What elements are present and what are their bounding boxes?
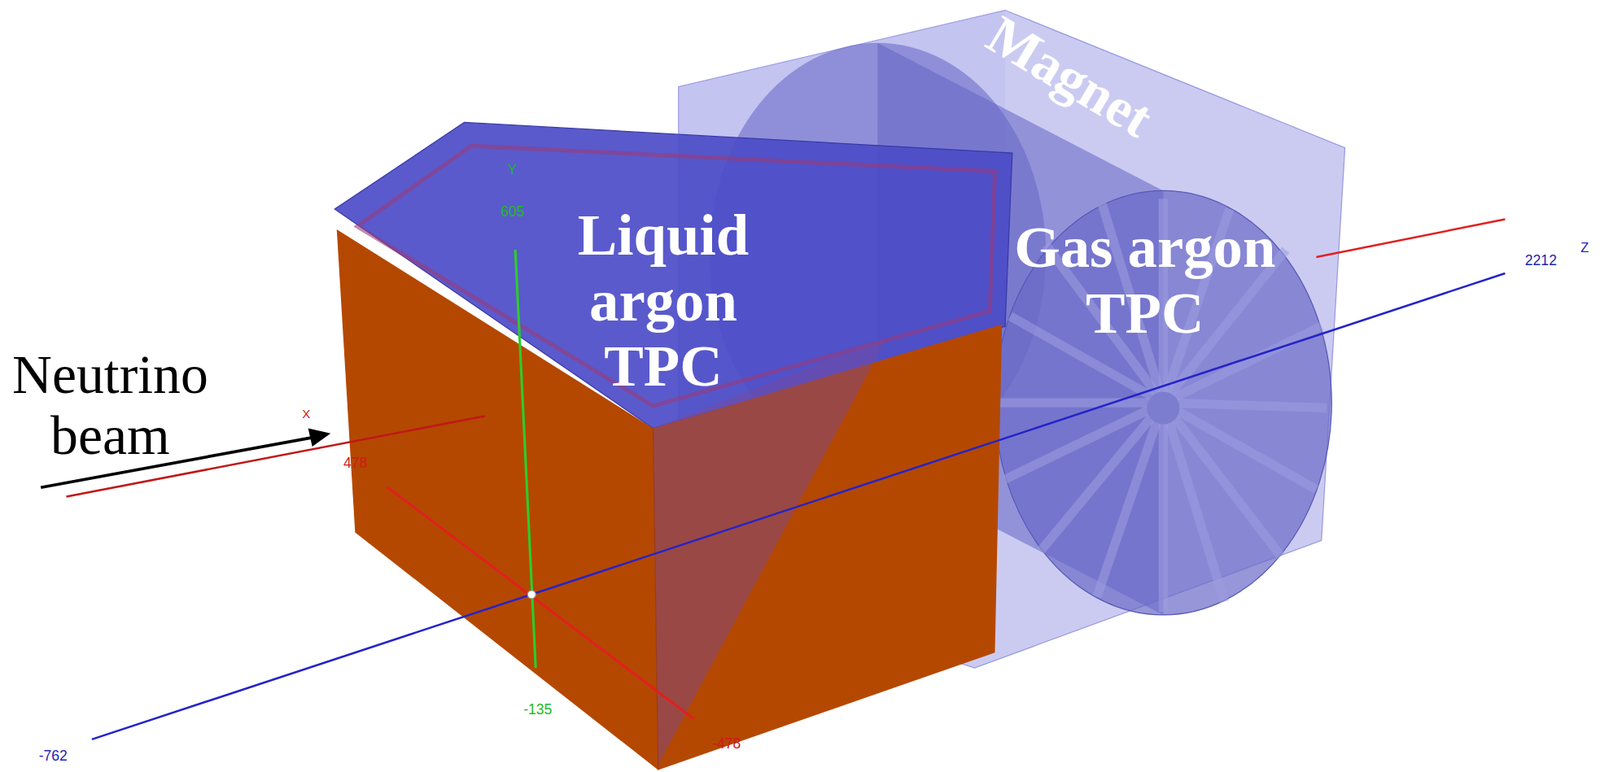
axis-value: 2212 xyxy=(1525,252,1557,269)
y-axis xyxy=(515,249,536,669)
axis-name: Y xyxy=(507,161,517,178)
cylinder-hub xyxy=(1146,391,1180,425)
beam-line xyxy=(1315,219,1505,258)
beam-label: Neutrino beam xyxy=(0,343,223,466)
origin-dot xyxy=(527,590,536,599)
lar-shadow xyxy=(652,336,888,766)
detector-label: Gas argon TPC xyxy=(996,215,1294,346)
axis-value: 605 xyxy=(500,202,525,219)
axis-value: 478 xyxy=(343,454,368,472)
x-axis xyxy=(387,487,694,720)
axis-value: -135 xyxy=(523,700,552,717)
cylinder-end xyxy=(994,190,1332,616)
beam-arrowhead xyxy=(308,428,332,448)
axis-name: Z xyxy=(1580,239,1589,255)
detector-label: Liquid argon TPC xyxy=(561,202,766,399)
axis-value: -762 xyxy=(39,747,68,765)
axis-value: -478 xyxy=(712,735,741,752)
z-axis xyxy=(91,273,1506,740)
axis-name: X xyxy=(301,406,311,422)
